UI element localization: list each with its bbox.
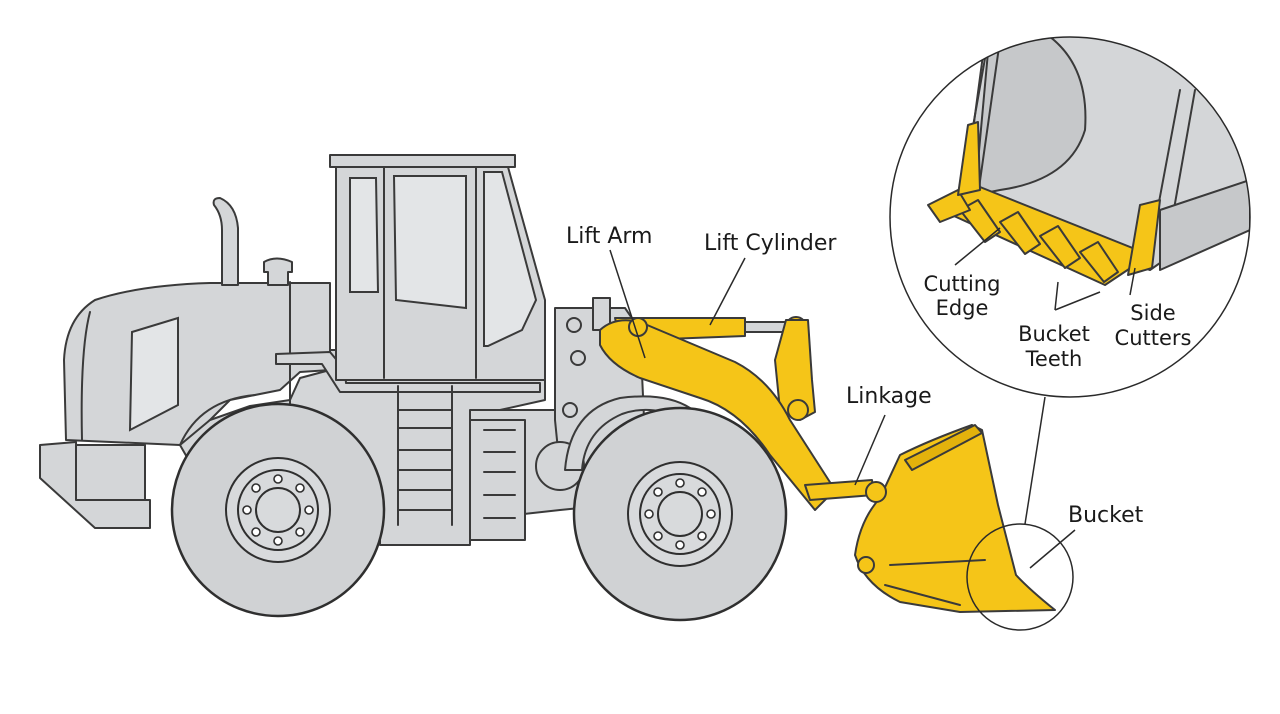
loader-body — [39, 154, 691, 546]
bucket-detail-magnifier — [889, 36, 1251, 398]
bucket-part — [854, 424, 1056, 613]
bucket-teeth-leader — [1054, 281, 1101, 311]
articulation-joint — [469, 419, 526, 541]
bucket-focus-circle — [966, 523, 1074, 631]
hood-vent — [128, 316, 179, 432]
lift-cylinder-leader — [709, 257, 746, 326]
front-wheel — [572, 406, 788, 622]
ladder — [397, 385, 453, 526]
cutting-edge-leader — [954, 227, 1001, 266]
rear-bumper-block — [75, 444, 146, 501]
rear-wheel — [170, 402, 386, 618]
cab-front-window — [483, 171, 538, 347]
label-bucket-teeth-1: Bucket — [1018, 322, 1090, 346]
side-cutter-right — [1127, 199, 1161, 276]
loader-attachment — [599, 316, 1056, 613]
lift-arm-leader — [609, 249, 646, 359]
label-bucket-teeth-2: Teeth — [1025, 347, 1083, 371]
side-cutter-left — [957, 121, 981, 196]
label-cutting-edge-2: Edge — [936, 296, 989, 320]
label-cutting-edge-1: Cutting — [924, 272, 1001, 296]
exhaust-stack — [212, 197, 239, 286]
label-lift-cylinder: Lift Cylinder — [704, 231, 837, 256]
air-intake — [263, 257, 293, 286]
side-cutters-leader — [1129, 267, 1136, 296]
label-side-cutters-1: Side — [1130, 301, 1175, 325]
tilt-lever — [774, 319, 816, 421]
label-linkage: Linkage — [846, 384, 932, 409]
bucket-leader — [1029, 529, 1076, 569]
label-lift-arm: Lift Arm — [566, 224, 653, 249]
label-bucket: Bucket — [1068, 503, 1144, 528]
linkage-leader — [854, 414, 886, 486]
cab-rear-window — [349, 177, 380, 293]
cab-side-window — [392, 175, 467, 310]
cab-roof — [329, 154, 516, 168]
label-side-cutters-2: Cutters — [1115, 326, 1192, 350]
